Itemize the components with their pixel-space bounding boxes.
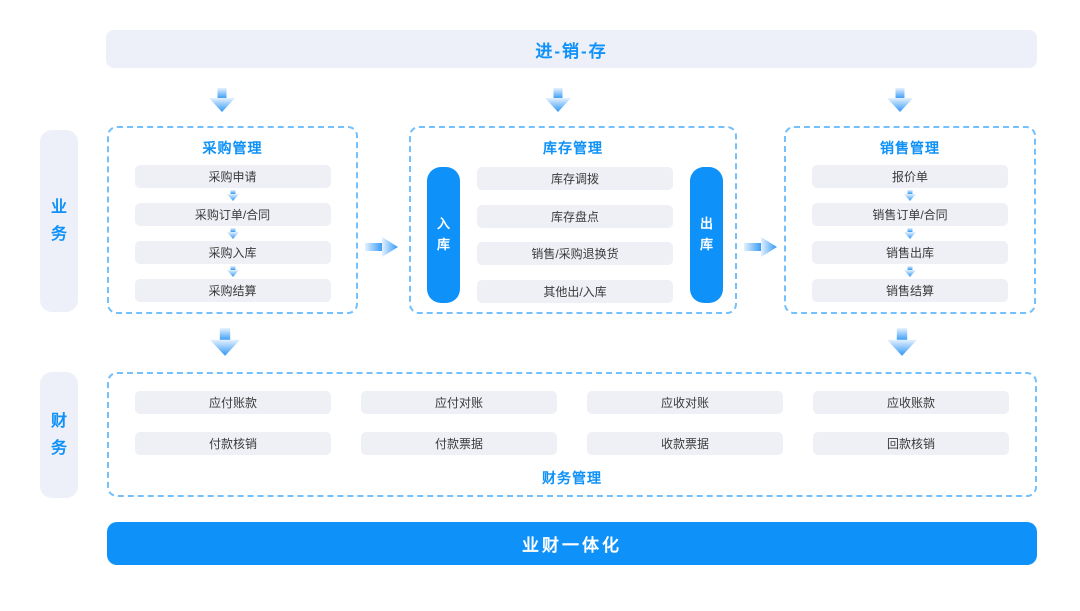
finance-panel-title: 财务管理: [542, 470, 602, 486]
inventory-panel: 库存管理 入库 库存调拨 库存盘点 销售/采购退换货 其他出/入库 出库: [409, 126, 737, 314]
right-arrow-icon: [744, 237, 777, 257]
mini-down-arrow-icon: [904, 190, 916, 201]
outbound-pill: 出库: [690, 167, 723, 303]
purchase-panel-title: 采购管理: [202, 140, 263, 156]
mini-down-arrow-icon: [226, 266, 239, 277]
flow-item: 库存调拨: [477, 167, 673, 190]
down-arrow-icon: [209, 88, 235, 112]
down-arrow-icon: [887, 328, 917, 356]
mini-down-arrow-icon: [904, 266, 916, 277]
top-process-bar: 进-销-存: [106, 30, 1037, 68]
right-arrow-icon: [365, 237, 398, 257]
flow-item: 收款票据: [587, 432, 783, 455]
sales-panel-title: 销售管理: [880, 140, 940, 156]
mini-down-arrow-icon: [904, 228, 916, 239]
outbound-label-text: 出库: [700, 216, 714, 252]
sales-panel: 销售管理 报价单 销售订单/合同 销售出库 销售结算: [784, 126, 1036, 314]
business-label-text: 业务: [51, 198, 68, 243]
finance-section-label: 财务: [40, 372, 78, 498]
mini-down-arrow-icon: [226, 228, 239, 239]
flow-item: 其他出/入库: [477, 279, 673, 303]
flow-item: 销售订单/合同: [812, 203, 1008, 226]
flow-item: 采购申请: [134, 165, 331, 188]
inventory-panel-title: 库存管理: [543, 140, 603, 156]
sales-item-list: 报价单 销售订单/合同 销售出库 销售结算: [786, 165, 1034, 302]
flow-item: 销售/采购退换货: [477, 242, 673, 266]
flow-item: 销售结算: [812, 279, 1008, 302]
flow-item: 销售出库: [812, 241, 1008, 264]
flow-item: 付款票据: [361, 432, 557, 455]
inbound-label-text: 入库: [437, 216, 451, 252]
flow-item: 应付账款: [135, 391, 331, 414]
business-section-label: 业务: [40, 130, 78, 312]
purchase-item-list: 采购申请 采购订单/合同 采购入库 采购结算: [109, 165, 356, 302]
inventory-item-list: 库存调拨 库存盘点 销售/采购退换货 其他出/入库: [477, 167, 673, 303]
finance-label-text: 财务: [51, 412, 68, 457]
down-arrow-icon: [887, 88, 913, 112]
flow-item: 应付对账: [361, 391, 557, 414]
integration-bar-title: 业财一体化: [522, 536, 622, 555]
down-arrow-icon: [210, 328, 240, 356]
top-process-title: 进-销-存: [535, 41, 608, 61]
flow-item: 采购入库: [134, 241, 331, 264]
flow-item: 付款核销: [135, 432, 331, 455]
flow-item: 报价单: [812, 165, 1008, 188]
down-arrow-icon: [545, 88, 571, 112]
flow-item: 应收对账: [587, 391, 783, 414]
mini-down-arrow-icon: [226, 190, 239, 201]
finance-panel: 应付账款 应付对账 应收对账 应收账款 付款核销 付款票据 收款票据 回款核销 …: [107, 372, 1037, 497]
integration-bar: 业财一体化: [107, 522, 1037, 565]
inbound-pill: 入库: [427, 167, 460, 303]
finance-item-grid: 应付账款 应付对账 应收对账 应收账款 付款核销 付款票据 收款票据 回款核销: [109, 374, 1035, 455]
flow-item: 应收账款: [813, 391, 1009, 414]
flow-item: 采购结算: [134, 279, 331, 302]
purchase-panel: 采购管理 采购申请 采购订单/合同 采购入库 采购结算: [107, 126, 358, 314]
flow-item: 回款核销: [813, 432, 1009, 455]
flow-item: 采购订单/合同: [134, 203, 331, 226]
flow-item: 库存盘点: [477, 204, 673, 228]
